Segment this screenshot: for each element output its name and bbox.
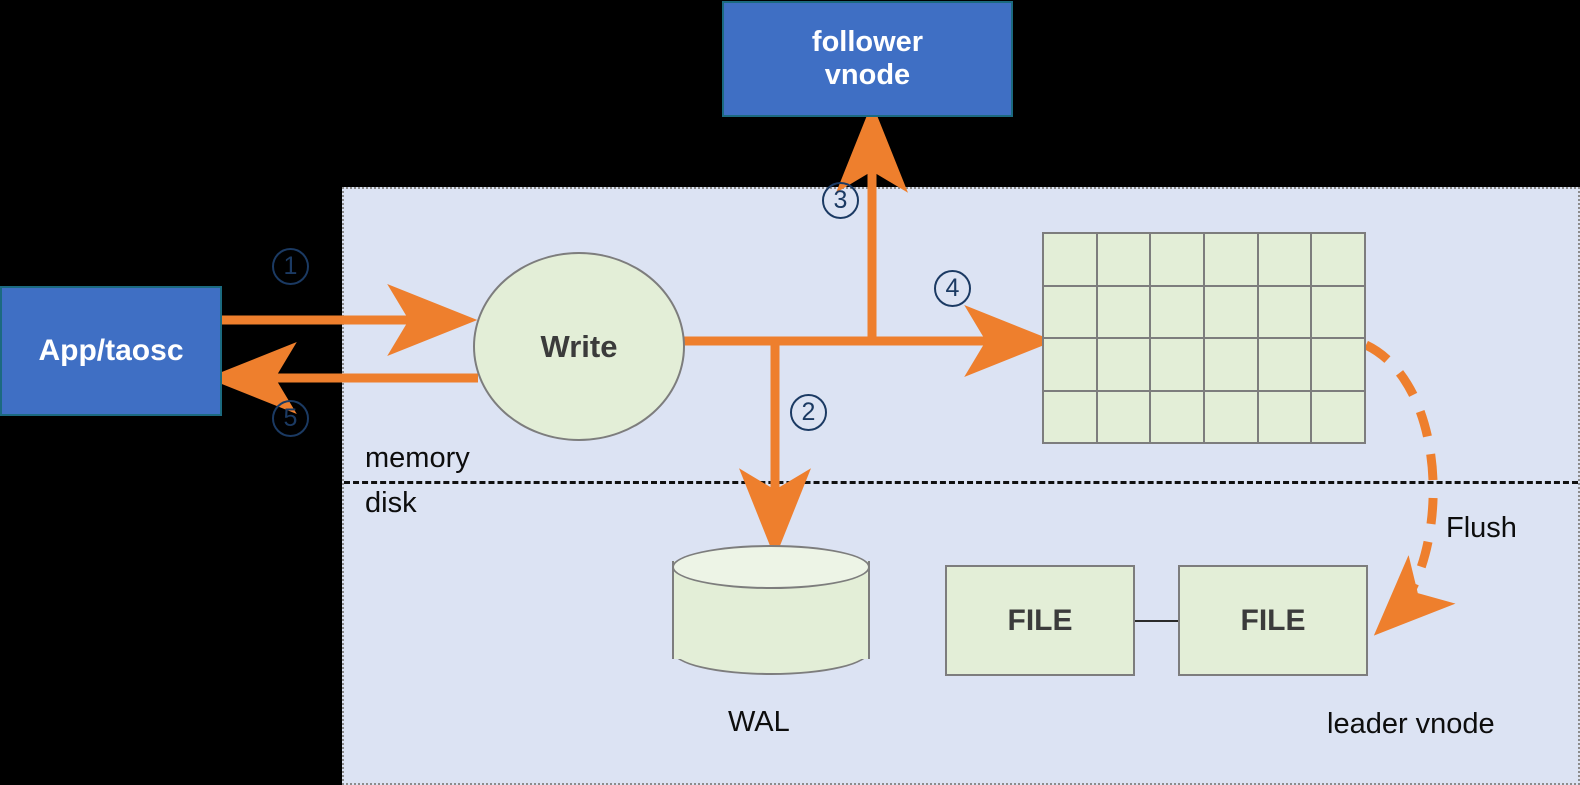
step-marker-1: 1 [272,248,309,285]
leader-vnode-label: leader vnode [1327,708,1495,740]
memtable-cell [1205,339,1257,390]
memtable-cell [1044,339,1096,390]
memtable-cell [1258,286,1311,337]
memory-label: memory [365,442,470,474]
memtable-cell [1151,286,1203,337]
memtable-cell [1097,391,1150,442]
memtable-cell [1097,234,1150,285]
file-box-1-label: FILE [1007,603,1073,637]
step-marker-5: 5 [272,400,309,437]
memtable-cell [1151,339,1203,390]
memtable-cell [1151,391,1203,442]
memtable-cell [1097,286,1150,337]
follower-vnode-box[interactable]: follower vnode [722,1,1013,117]
flush-label: Flush [1446,512,1517,544]
file-box-2-label: FILE [1240,603,1306,637]
memtable-cell [1205,286,1257,337]
memtable-cell [1044,391,1096,442]
memtable-cell [1258,339,1311,390]
follower-vnode-label: follower vnode [811,25,924,91]
step-marker-4: 4 [934,270,971,307]
memtable-cell [1312,339,1364,390]
write-node-label: Write [540,328,618,364]
memtable-cell [1312,286,1364,337]
memtable-grid[interactable] [1042,232,1366,444]
wal-label: WAL [728,706,790,738]
app-taosc-label: App/taosc [38,333,184,367]
app-taosc-box[interactable]: App/taosc [0,286,222,416]
step-marker-2: 2 [790,394,827,431]
step-marker-3: 3 [822,182,859,219]
memtable-cell [1151,234,1203,285]
write-node[interactable]: Write [473,252,685,441]
memtable-cell [1312,234,1364,285]
memtable-cell [1097,339,1150,390]
memtable-cell [1205,234,1257,285]
memtable-cell [1205,391,1257,442]
memtable-cell [1258,234,1311,285]
file-connector-line [1135,620,1179,622]
memtable-cell [1258,391,1311,442]
disk-label: disk [365,487,417,519]
memtable-cell [1044,286,1096,337]
file-box-1[interactable]: FILE [945,565,1135,676]
wal-cylinder[interactable] [672,545,870,675]
memtable-cell [1312,391,1364,442]
memory-disk-divider [344,481,1578,484]
file-box-2[interactable]: FILE [1178,565,1368,676]
memtable-cell [1044,234,1096,285]
wal-cylinder-top [672,545,870,589]
